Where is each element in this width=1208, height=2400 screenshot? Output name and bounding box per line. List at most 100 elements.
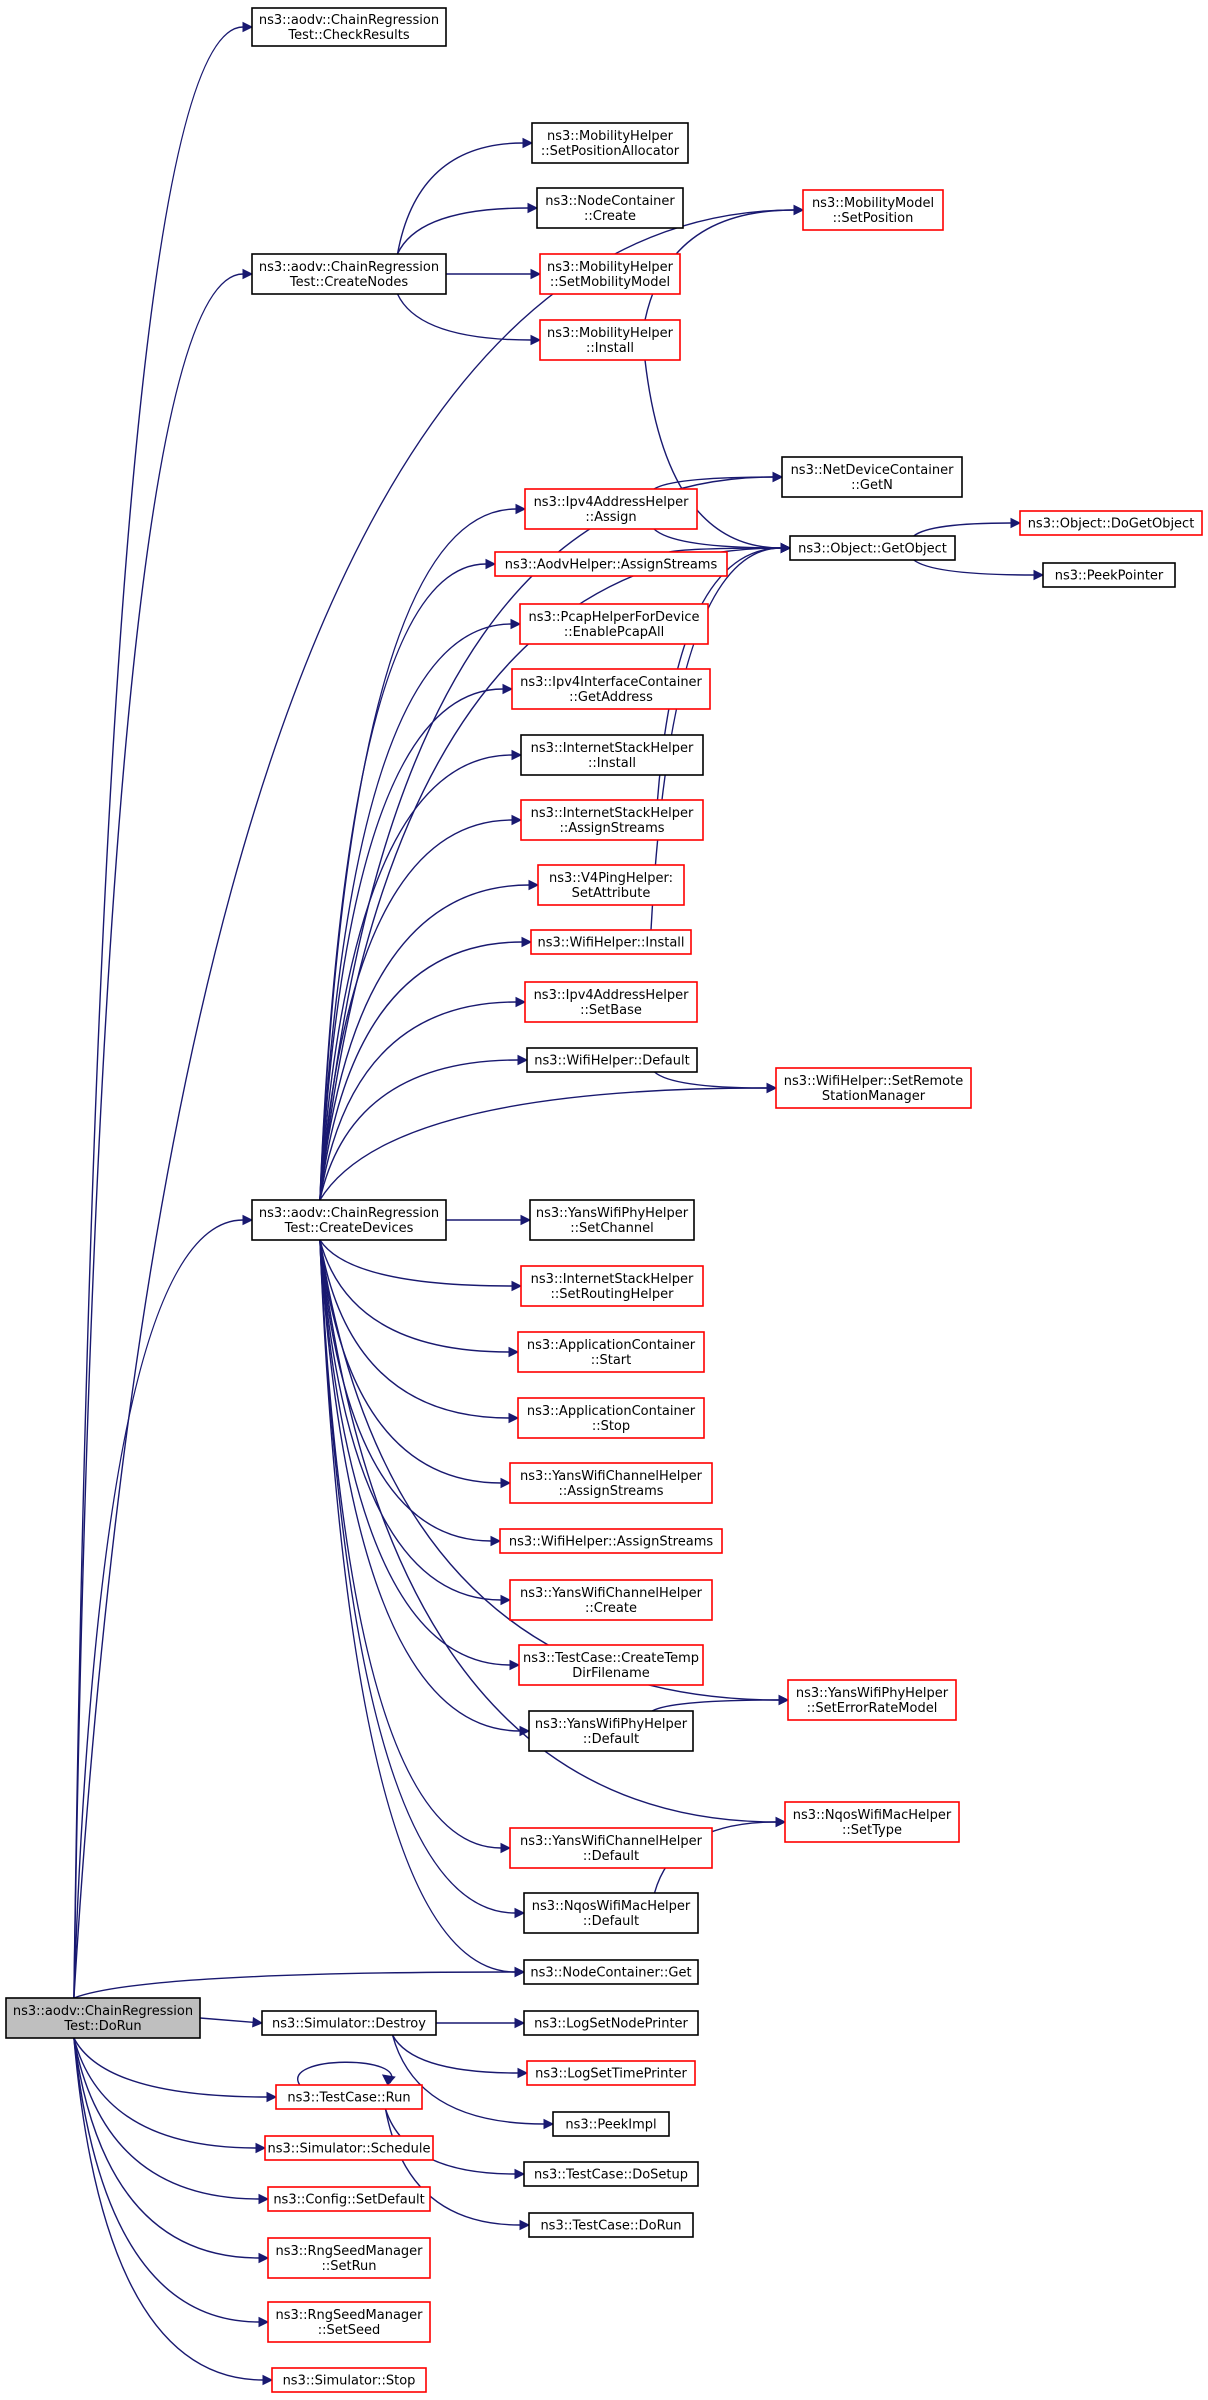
node-box bbox=[775, 1067, 972, 1109]
node-sim_destroy[interactable]: ns3::Simulator::Destroy bbox=[261, 2010, 437, 2036]
node-ndc_getn[interactable]: ns3::NetDeviceContainer::GetN bbox=[781, 456, 963, 498]
node-peekpointer[interactable]: ns3::PeekPointer bbox=[1042, 562, 1176, 588]
node-peekimpl[interactable]: ns3::PeekImpl bbox=[552, 2111, 670, 2137]
node-box bbox=[499, 1528, 723, 1554]
node-rng_setseed[interactable]: ns3::RngSeedManager::SetSeed bbox=[267, 2301, 431, 2343]
node-label: ns3::LogSetTimePrinter bbox=[535, 2067, 687, 2082]
node-label: ::Default bbox=[583, 1732, 639, 1747]
node-label: ns3::AodvHelper::AssignStreams bbox=[505, 558, 718, 573]
node-label: ::EnablePcapAll bbox=[564, 625, 664, 640]
node-label: ns3::InternetStackHelper bbox=[531, 806, 694, 821]
node-ywph_seterr[interactable]: ns3::YansWifiPhyHelper::SetErrorRateMode… bbox=[787, 1679, 957, 1721]
node-label: ns3::TestCase::CreateTemp bbox=[523, 1651, 699, 1666]
node-box bbox=[520, 734, 704, 776]
node-label: ::GetN bbox=[851, 478, 893, 493]
edge-tc_run-to-tc_run bbox=[297, 2061, 396, 2086]
node-log_nodeprinter[interactable]: ns3::LogSetNodePrinter bbox=[523, 2010, 699, 2036]
node-mh_setposalloc[interactable]: ns3::MobilityHelper::SetPositionAllocato… bbox=[531, 122, 689, 164]
edge-root-to-rng_setseed bbox=[73, 2037, 270, 2328]
node-ac_start[interactable]: ns3::ApplicationContainer::Start bbox=[517, 1331, 705, 1373]
node-nqos_default[interactable]: ns3::NqosWifiMacHelper::Default bbox=[523, 1892, 699, 1934]
node-ywch_default[interactable]: ns3::YansWifiChannelHelper::Default bbox=[509, 1827, 713, 1869]
node-label: ::SetMobilityModel bbox=[550, 275, 670, 290]
node-box bbox=[523, 1892, 699, 1934]
node-ywph_setchannel[interactable]: ns3::YansWifiPhyHelper::SetChannel bbox=[529, 1199, 695, 1241]
node-label: ns3::aodv::ChainRegression bbox=[259, 1206, 439, 1221]
node-label: ::Stop bbox=[592, 1419, 630, 1434]
node-sim_schedule[interactable]: ns3::Simulator::Schedule bbox=[264, 2135, 434, 2161]
node-box bbox=[537, 864, 685, 906]
node-ish_assign[interactable]: ns3::InternetStackHelper::AssignStreams bbox=[520, 799, 704, 841]
node-label: ::Install bbox=[586, 341, 634, 356]
node-ac_stop[interactable]: ns3::ApplicationContainer::Stop bbox=[517, 1397, 705, 1439]
node-log_timeprinter[interactable]: ns3::LogSetTimePrinter bbox=[526, 2060, 696, 2086]
edge-createdevices-to-ywch_assign bbox=[319, 1239, 512, 1489]
node-rng_setrun[interactable]: ns3::RngSeedManager::SetRun bbox=[267, 2237, 431, 2279]
node-box bbox=[787, 1679, 957, 1721]
edge-createdevices-to-nqos_default bbox=[319, 1239, 526, 1919]
node-v4ping_setattr[interactable]: ns3::V4PingHelper:SetAttribute bbox=[537, 864, 685, 906]
node-box bbox=[528, 2212, 694, 2238]
node-tc_run[interactable]: ns3::TestCase::Run bbox=[275, 2084, 423, 2110]
node-aodvh_assign[interactable]: ns3::AodvHelper::AssignStreams bbox=[494, 551, 728, 577]
node-ipv4ah_setbase[interactable]: ns3::Ipv4AddressHelper::SetBase bbox=[524, 981, 698, 1023]
edge-ywph_default-to-ywph_seterr bbox=[651, 1694, 790, 1712]
node-createdevices[interactable]: ns3::aodv::ChainRegressionTest::CreateDe… bbox=[251, 1199, 447, 1241]
edge-createdevices-to-ipv4ah_setbase bbox=[319, 996, 527, 1201]
node-obj_dogetobject[interactable]: ns3::Object::DoGetObject bbox=[1019, 510, 1203, 536]
node-pcap_enable[interactable]: ns3::PcapHelperForDevice::EnablePcapAll bbox=[519, 603, 709, 645]
node-wifi_install[interactable]: ns3::WifiHelper::Install bbox=[530, 929, 692, 955]
edge-createdevices-to-ipv4ah_assign bbox=[319, 503, 527, 1201]
node-label: ::Create bbox=[584, 209, 636, 224]
node-checkresults[interactable]: ns3::aodv::ChainRegressionTest::CheckRes… bbox=[251, 7, 447, 47]
node-label: ::Default bbox=[583, 1849, 639, 1864]
edge-root-to-nc_get bbox=[73, 1966, 526, 1999]
node-label: ::SetSeed bbox=[318, 2323, 381, 2338]
node-config_setdefault[interactable]: ns3::Config::SetDefault bbox=[267, 2186, 431, 2212]
node-sim_stop[interactable]: ns3::Simulator::Stop bbox=[271, 2367, 427, 2393]
node-ipv4ah_assign[interactable]: ns3::Ipv4AddressHelper::Assign bbox=[524, 488, 698, 530]
node-label: ns3::Simulator::Schedule bbox=[267, 2142, 430, 2157]
edge-createdevices-to-wifi_default bbox=[319, 1054, 529, 1201]
node-label: ns3::WifiHelper::Default bbox=[534, 1054, 689, 1069]
node-box bbox=[781, 456, 963, 498]
node-ish_install[interactable]: ns3::InternetStackHelper::Install bbox=[520, 734, 704, 776]
node-ipv4ic_getaddr[interactable]: ns3::Ipv4InterfaceContainer::GetAddress bbox=[511, 668, 711, 710]
node-nc_create[interactable]: ns3::NodeContainer::Create bbox=[536, 187, 684, 229]
node-ish_setrouting[interactable]: ns3::InternetStackHelper::SetRoutingHelp… bbox=[520, 1265, 704, 1307]
node-ywch_assign[interactable]: ns3::YansWifiChannelHelper::AssignStream… bbox=[509, 1462, 713, 1504]
node-label: ::Assign bbox=[585, 510, 636, 525]
edge-obj_getobject-to-peekpointer bbox=[913, 559, 1045, 581]
node-ywch_create[interactable]: ns3::YansWifiChannelHelper::Create bbox=[509, 1579, 713, 1621]
node-label: ns3::YansWifiChannelHelper bbox=[520, 1834, 703, 1849]
edge-createdevices-to-wifi_setremote bbox=[319, 1082, 778, 1201]
node-mm_setpos[interactable]: ns3::MobilityModel::SetPosition bbox=[802, 189, 944, 231]
node-label: ns3::LogSetNodePrinter bbox=[534, 2017, 688, 2032]
node-box bbox=[523, 2010, 699, 2036]
node-nc_get[interactable]: ns3::NodeContainer::Get bbox=[523, 1959, 699, 1985]
node-box bbox=[524, 488, 698, 530]
node-wifi_default[interactable]: ns3::WifiHelper::Default bbox=[526, 1047, 698, 1073]
node-label: ns3::YansWifiPhyHelper bbox=[536, 1206, 689, 1221]
node-obj_getobject[interactable]: ns3::Object::GetObject bbox=[789, 535, 956, 561]
node-label: ns3::V4PingHelper: bbox=[549, 871, 673, 886]
node-ywph_default[interactable]: ns3::YansWifiPhyHelper::Default bbox=[528, 1710, 694, 1752]
node-label: StationManager bbox=[822, 1089, 926, 1104]
node-tc_dorun[interactable]: ns3::TestCase::DoRun bbox=[528, 2212, 694, 2238]
node-box bbox=[271, 2367, 427, 2393]
node-tc_dosetup[interactable]: ns3::TestCase::DoSetup bbox=[523, 2161, 699, 2187]
node-mh_setmobmodel[interactable]: ns3::MobilityHelper::SetMobilityModel bbox=[539, 253, 681, 295]
node-label: ::Create bbox=[585, 1601, 637, 1616]
node-createnodes[interactable]: ns3::aodv::ChainRegressionTest::CreateNo… bbox=[251, 253, 447, 295]
node-wifi_assign[interactable]: ns3::WifiHelper::AssignStreams bbox=[499, 1528, 723, 1554]
node-label: ns3::TestCase::DoRun bbox=[540, 2219, 681, 2234]
node-label: ns3::PcapHelperForDevice bbox=[529, 610, 700, 625]
node-nqos_settype[interactable]: ns3::NqosWifiMacHelper::SetType bbox=[784, 1801, 960, 1843]
edge-createdevices-to-wifi_assign bbox=[319, 1239, 502, 1547]
node-label: ::AssignStreams bbox=[559, 821, 664, 836]
node-box bbox=[251, 253, 447, 295]
node-mh_install[interactable]: ns3::MobilityHelper::Install bbox=[539, 319, 681, 361]
